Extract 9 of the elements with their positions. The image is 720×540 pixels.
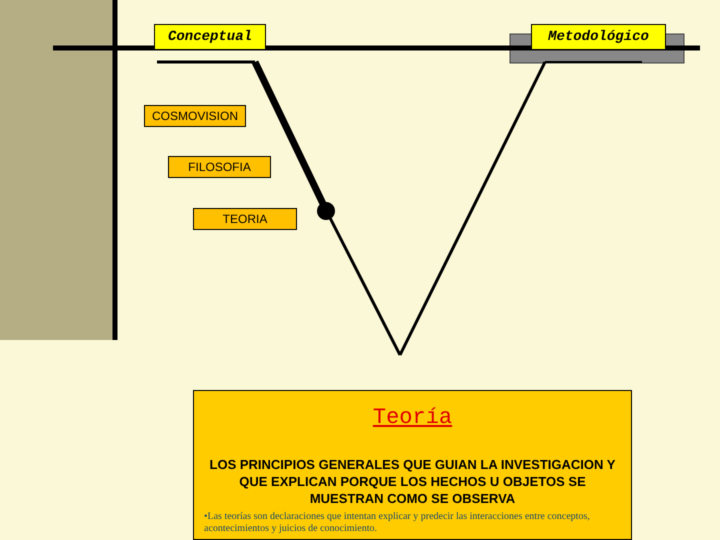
definition-text: LOS PRINCIPIOS GENERALES QUE GUIAN LA INVESTIGACION Y QUE EXPLICAN PORQUE LOS HECHOS U OBJETOS SE MUESTRAN COMO SE OBSERVA [208,456,616,507]
note-text: •Las teorías son declaraciones que intentan explicar y predecir las interacciones entre conceptos, acontecimientos y juicios de conocimiento. [204,511,591,535]
level-label: TEORIA [193,208,297,230]
definition-panel [193,390,632,540]
category-label: Metodológico [531,24,666,50]
panel-heading: Teoría [372,405,452,430]
category-label: Conceptual [154,24,266,50]
level-label: FILOSOFIA [168,156,271,178]
level-label: COSMOVISION [144,105,246,127]
